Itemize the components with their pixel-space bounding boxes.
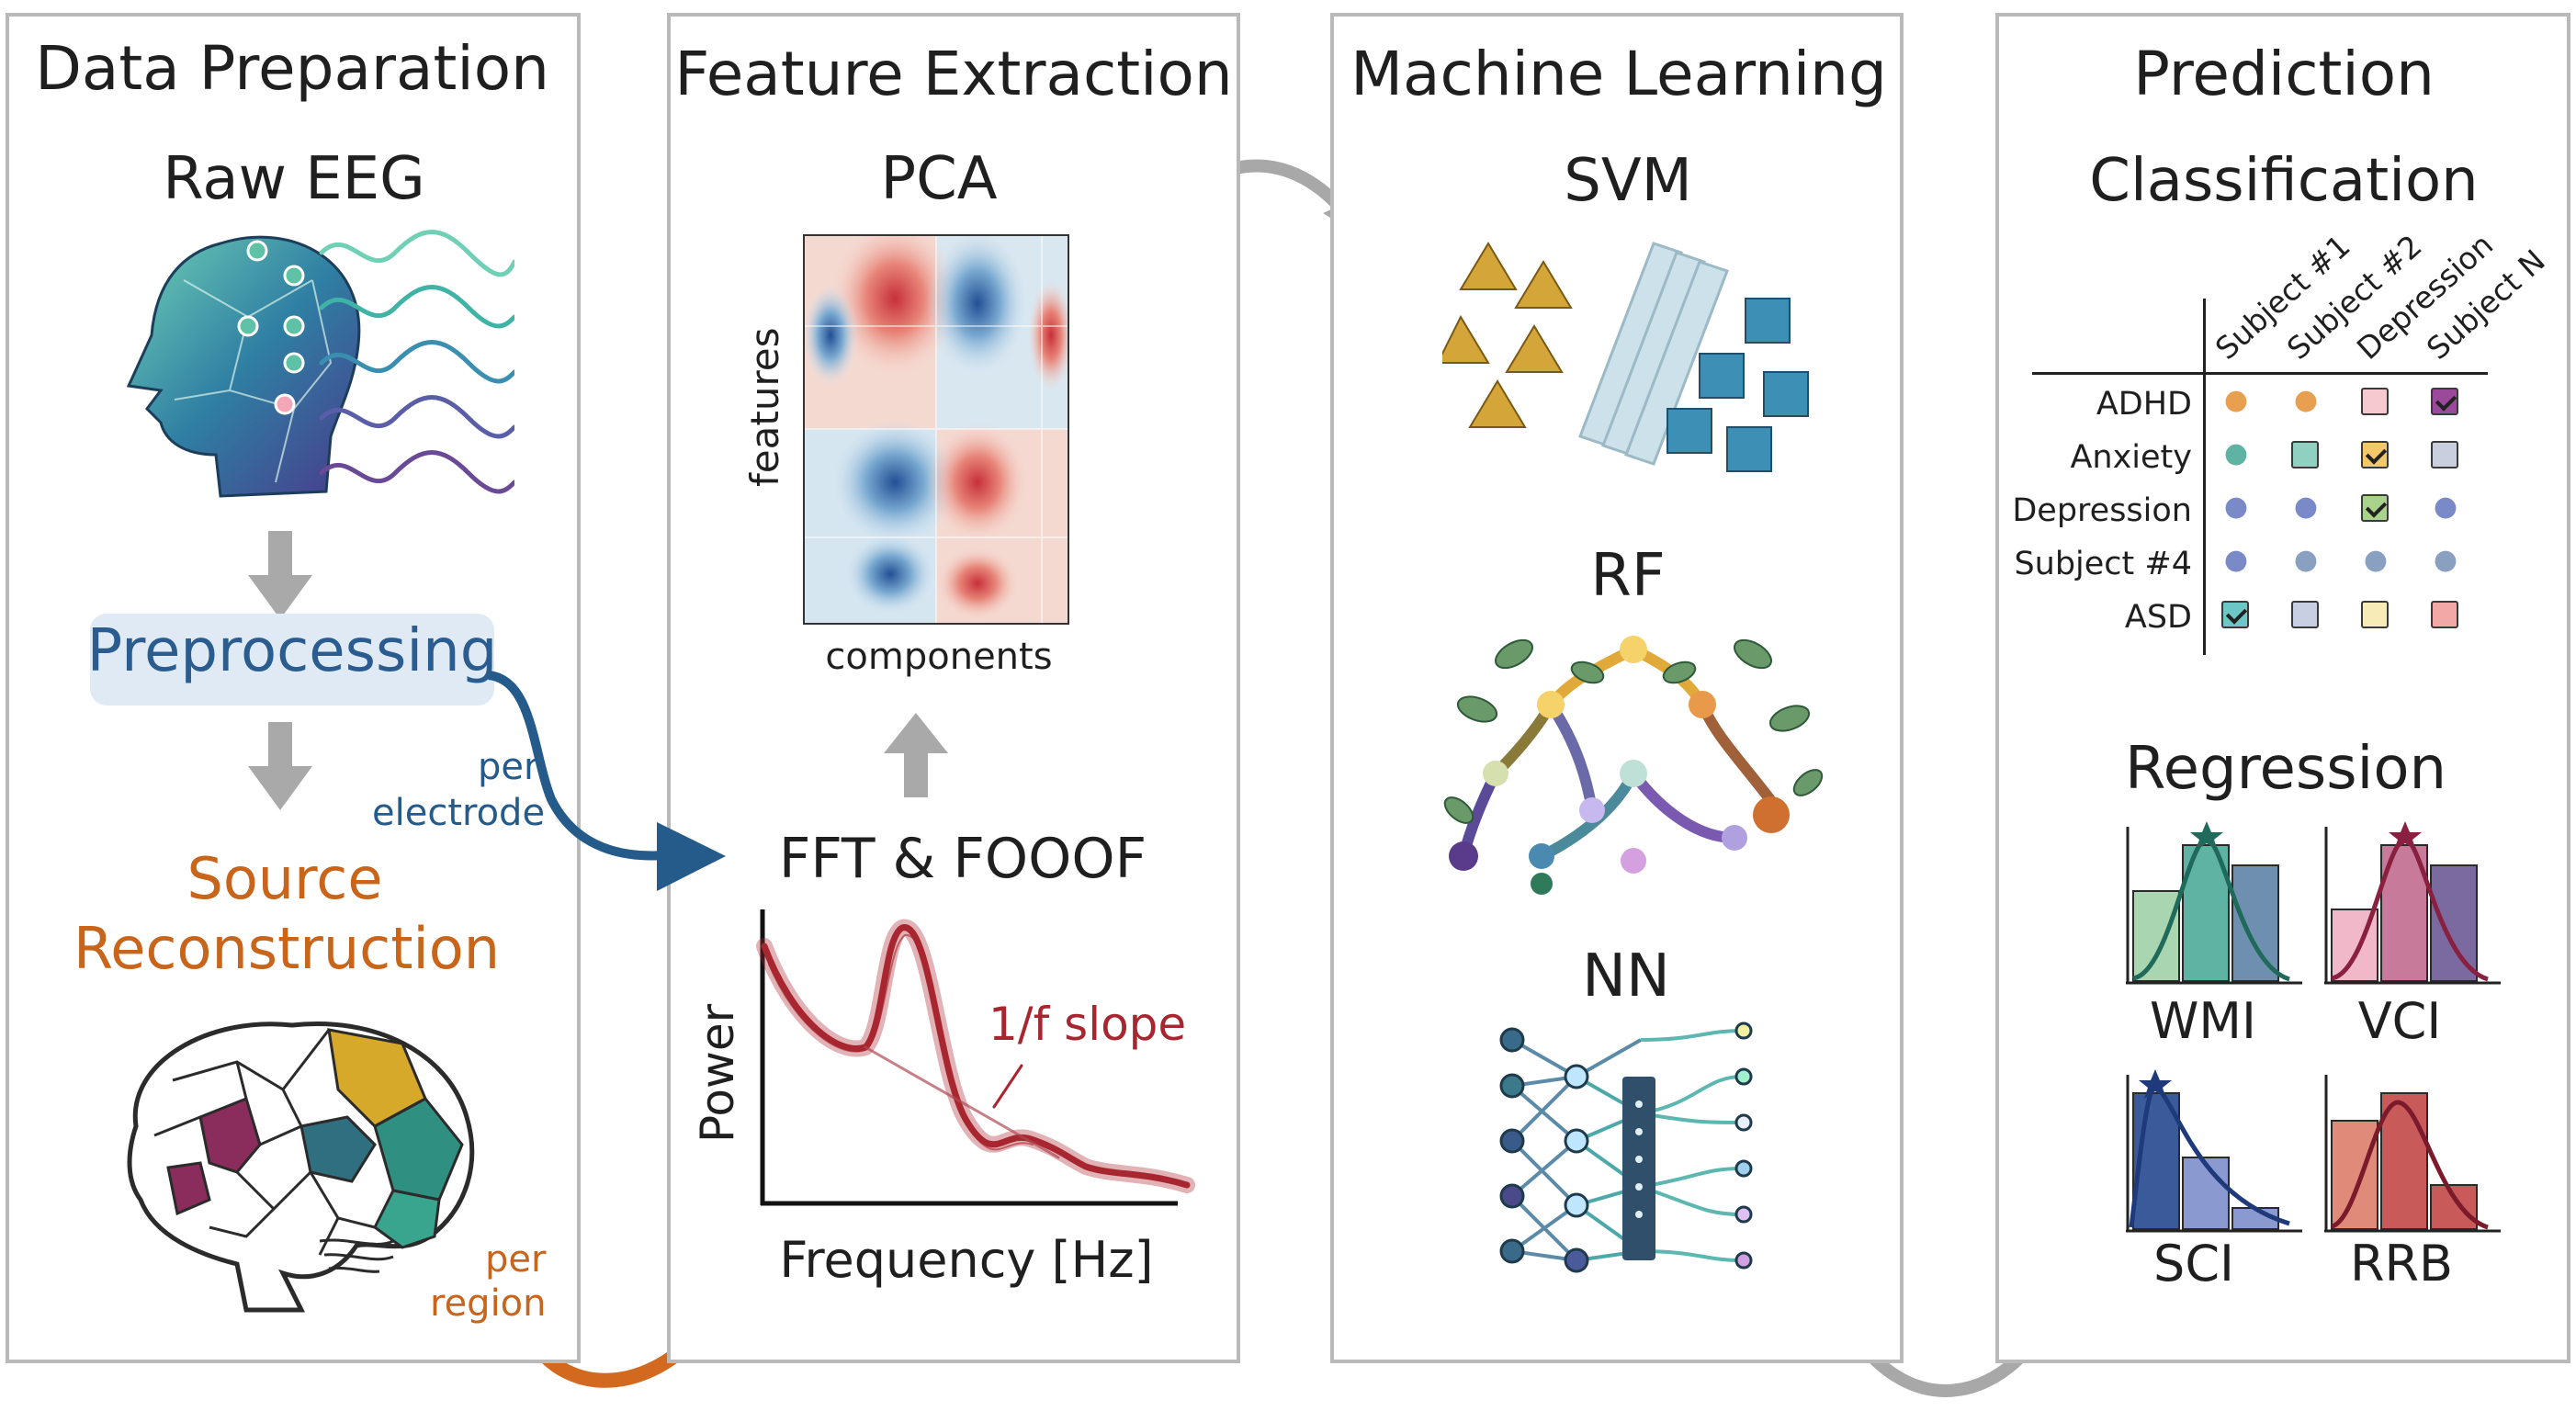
brain-icon: ● <box>2293 491 2319 523</box>
brain-regions-icon <box>127 1022 475 1313</box>
color-cell <box>2361 388 2389 415</box>
vci-chart-icon <box>2324 821 2501 985</box>
brain-icon: ● <box>2223 544 2249 576</box>
grid-header-line <box>2032 372 2488 375</box>
color-cell <box>2291 441 2319 468</box>
svm-label: SVM <box>1564 147 1692 215</box>
person-icon: ● <box>2223 437 2249 469</box>
random-forest-icon <box>1443 636 1824 895</box>
checked-cell <box>2361 441 2389 468</box>
color-cell <box>2361 601 2389 628</box>
regression-label-rrb: RRB <box>2349 1235 2454 1292</box>
pca-label: PCA <box>880 145 998 213</box>
regression-label-wmi: WMI <box>2150 992 2256 1050</box>
regression-label-sci: SCI <box>2153 1235 2234 1292</box>
color-cell <box>2431 601 2458 628</box>
frequency-axis-label: Frequency [Hz] <box>779 1231 1154 1289</box>
row-header: Depression <box>2012 492 2192 529</box>
panel-title: Machine Learning <box>1350 39 1887 109</box>
panel-title: Feature Extraction <box>674 39 1233 109</box>
neural-network-icon <box>1499 1022 1753 1273</box>
head-icon: ● <box>2433 544 2458 576</box>
per-region-label-1: per <box>485 1238 547 1281</box>
rf-label: RF <box>1590 542 1666 610</box>
brain-icon: ● <box>2223 491 2249 523</box>
panel-title: Prediction <box>2133 39 2435 109</box>
brain-icon: ● <box>2433 491 2458 523</box>
pca-heatmap <box>803 234 1069 625</box>
sci-chart-icon <box>2126 1069 2302 1233</box>
preprocessing-box <box>90 614 494 706</box>
raw-eeg-label: Raw EEG <box>163 145 425 213</box>
checked-cell <box>2361 494 2389 522</box>
power-axis-label: Power <box>691 1003 744 1143</box>
head-icon: ● <box>2293 544 2319 576</box>
checked-cell <box>2431 388 2458 415</box>
source-label: Source <box>186 845 383 912</box>
row-header: Subject #4 <box>2014 546 2192 582</box>
features-axis-label: features <box>742 327 787 487</box>
figure-icon: ● <box>2293 384 2319 416</box>
per-electrode-label-1: per <box>478 746 539 788</box>
panel-machine-learning <box>1330 13 1904 1363</box>
reconstruction-label: Reconstruction <box>73 915 501 982</box>
components-axis-label: components <box>825 636 1053 678</box>
row-header: Anxiety <box>2070 439 2192 476</box>
regression-label-vci: VCI <box>2357 992 2442 1050</box>
nn-label: NN <box>1582 943 1670 1010</box>
head-icon: ● <box>2363 544 2389 576</box>
rrb-chart-icon <box>2324 1075 2501 1233</box>
down-arrow-icon <box>248 531 312 619</box>
head-eeg-icon <box>126 230 514 498</box>
per-region-label-2: region <box>430 1282 547 1325</box>
down-arrow-icon <box>248 722 312 810</box>
per-electrode-arrow-icon <box>488 671 726 891</box>
color-cell <box>2431 441 2458 468</box>
svm-icon <box>1442 242 1809 472</box>
slope-label: 1/f slope <box>989 998 1187 1051</box>
wmi-chart-icon <box>2126 821 2302 985</box>
figure-icon: ● <box>2223 384 2249 416</box>
preprocessing-label: Preprocessing <box>86 617 498 685</box>
panel-prediction <box>1995 13 2570 1363</box>
row-header: ASD <box>2124 599 2192 636</box>
per-electrode-label-2: electrode <box>372 792 546 834</box>
row-header: ADHD <box>2096 386 2192 423</box>
color-cell <box>2291 601 2319 628</box>
regression-label: Regression <box>2124 735 2447 803</box>
up-arrow-icon <box>884 713 948 797</box>
power-spectrum-plot <box>756 909 1195 1206</box>
classification-label: Classification <box>2089 147 2479 215</box>
panel-title: Data Preparation <box>35 33 549 104</box>
grid-row-divider <box>2203 299 2206 655</box>
fft-fooof-label: FFT & FOOOF <box>778 827 1147 891</box>
checked-cell <box>2221 601 2249 628</box>
